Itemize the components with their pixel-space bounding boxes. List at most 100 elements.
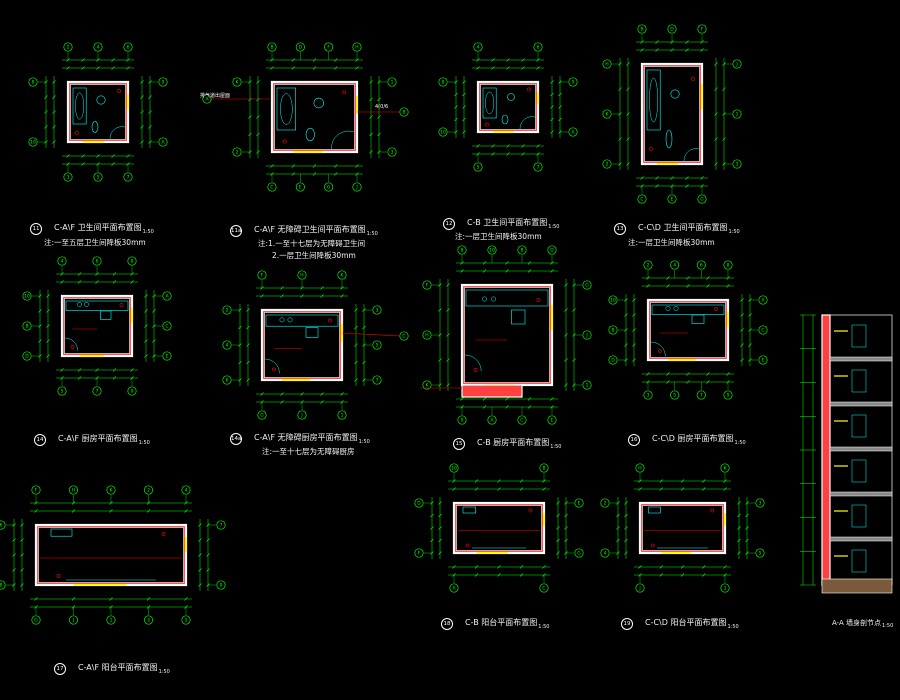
floor-drain-icon [465,543,470,548]
dimension-tick [438,526,442,530]
dimension-tick [96,154,100,158]
dimension-tick [148,95,152,99]
axis-bubble-circle [93,172,103,182]
dimension-tick [112,272,117,276]
axis-bubble-circle [637,194,647,204]
stove-burner-icon [673,305,679,311]
dimension-tick [334,58,338,62]
dimension-tick [430,526,434,530]
dimension-tick [745,538,749,543]
floor-slab [829,536,893,542]
axis-bubble-circle [602,109,612,119]
dimension-tick [460,269,464,273]
dimension-tick [334,66,338,70]
axis-bubble: E [162,351,172,361]
axis-bubble-label: A [161,140,165,146]
dimension-tick [714,112,718,116]
dimension-tick [354,343,358,347]
dimension-tick [536,66,540,70]
toilet-icon [665,129,673,149]
dimension-tick [60,280,64,284]
axis-bubble: 9 [216,580,226,590]
axis-bubble-circle [222,305,232,315]
axis-bubble: 7 [216,520,226,530]
axis-bubble-circle [352,182,362,192]
axis-bubble: 9 [158,77,168,87]
dimension-tick [482,405,487,409]
dimension-tick [454,117,458,122]
dimension-tick [659,487,663,491]
plan-number-19: 19 [621,618,633,630]
dimension-tick [446,333,450,337]
axis-bubble-label: 4 [604,551,607,557]
axis-bubble-label: C [402,334,405,340]
axis-bubble: A [162,291,172,301]
axis-bubble: 9 [723,390,733,400]
plan-number-14a: 14a [230,433,242,445]
dimension-tick [111,154,115,158]
axis-bubble-label: 10 [451,466,457,472]
dimension-tick [618,137,622,141]
axis-bubble: 3 [372,305,382,315]
axis-bubble-label: 6 [700,263,703,269]
axis-bubble-label: 7 [376,378,379,384]
axis-bubble-label: D [417,501,421,507]
axis-bubble-label: 10 [24,294,30,300]
axis-bubble-label: 1 [724,586,727,592]
axis-bubble-label: C [270,185,273,191]
axis-bubble-circle [232,147,242,157]
axis-bubble-circle [608,355,618,365]
axis-bubble-circle [667,24,677,34]
dimension-tick [550,92,554,97]
axis-bubble-label: 10 [610,298,616,304]
axis-bubble: G [31,615,41,625]
dimension-tick [246,325,250,330]
dimension-tick [377,97,381,102]
dimension-tick [312,58,317,62]
section-wall [821,314,831,586]
axis-bubble: 4 [600,548,610,558]
axis-bubble: C [162,321,172,331]
dimension-tick [527,397,532,401]
dimension-tick [260,392,264,396]
axis-bubble: G [257,410,267,420]
dimension-tick [446,283,450,287]
axis-bubble-label: F [701,27,704,33]
dimension-tick [542,565,546,569]
axis-bubble-label: 6 [537,45,540,51]
axis-bubble-label: 10 [30,140,36,146]
dimension-tick [198,538,202,542]
axis-bubble-circle [158,77,168,87]
dimension-tick [152,309,156,313]
axis-bubble-label: 4 [185,488,188,494]
plan-number-18: 18 [441,618,453,630]
axis-bubble-label: 2 [606,162,609,168]
riser-pipe-icon [536,298,541,302]
dimension-tick [564,538,568,543]
axis-bubble: G [697,194,707,204]
axis-bubble-label: B [270,45,273,51]
dimension-tick [71,509,76,513]
axis-bubble-label: 3 [67,175,70,181]
axis-bubble-label: H [638,466,641,472]
dimension-tick [722,137,726,141]
axis-bubble-circle [755,498,765,508]
axis-bubble: D [547,245,557,255]
axis-bubble: 6 [123,42,133,52]
axis-bubble-circle [697,24,707,34]
dimension-tick [452,487,456,491]
axis-bubble-circle [216,520,226,530]
axis-bubble-circle [732,159,742,169]
dimension-tick [564,358,568,362]
dimension-tick [354,378,358,382]
dimension-tick [362,325,366,330]
dimension-tick [680,573,685,577]
dimension-tick [52,140,56,144]
axis-bubble-label: K [426,383,430,389]
plan-scale: 1:50 [358,438,370,445]
